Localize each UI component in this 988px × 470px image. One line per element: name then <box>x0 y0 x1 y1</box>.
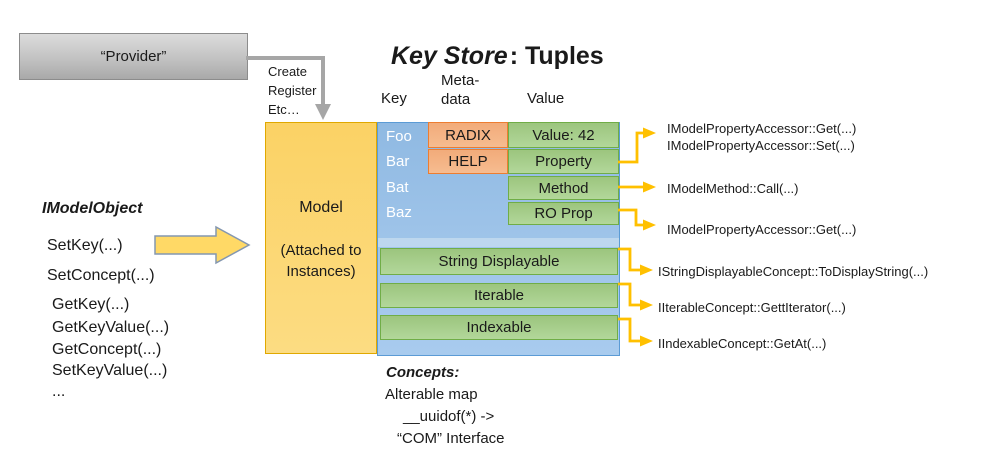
method-setconcept: SetConcept(...) <box>47 267 155 284</box>
callout-property-set: IModelPropertyAccessor::Set(...) <box>667 138 855 153</box>
page-title: Key Store: Tuples <box>391 42 604 71</box>
method-ellipsis: ... <box>52 383 66 400</box>
callout-property-accessor: IModelPropertyAccessor::Get(...) IModelP… <box>667 120 856 154</box>
column-header-key: Key <box>381 90 407 107</box>
arrow-iterable-line <box>618 282 641 307</box>
concepts-note-line1: Alterable map <box>385 386 478 403</box>
model-box: Model (Attached to Instances) <box>265 122 377 354</box>
callout-getiterator: IIterableConcept::GettIterator(...) <box>658 300 846 315</box>
value-cell-value42: Value: 42 <box>508 122 619 148</box>
concept-bar-indexable: Indexable <box>380 315 618 340</box>
method-getkey: GetKey(...) <box>52 296 130 313</box>
value-cell-roprop: RO Prop <box>508 202 619 225</box>
arrow-indexable-line <box>618 317 641 343</box>
callout-roprop-get: IModelPropertyAccessor::Get(...) <box>667 222 857 237</box>
callout-todisplaystring: IStringDisplayableConcept::ToDisplayStri… <box>658 264 929 279</box>
flow-label-create: Create <box>268 64 308 79</box>
imodelobject-to-model-arrow-icon <box>154 225 251 265</box>
arrow-stringdisplayable-line <box>618 247 641 272</box>
column-header-metadata-line2: data <box>441 91 471 108</box>
panel-divider-strip <box>378 238 619 247</box>
key-label-bat: Bat <box>386 179 409 196</box>
column-header-metadata: Meta- data <box>441 71 479 109</box>
callout-property-get: IModelPropertyAccessor::Get(...) <box>667 121 857 136</box>
model-note-line2: Instances) <box>286 263 356 280</box>
flow-label-register: Register <box>268 83 317 98</box>
flow-label-etc: Etc… <box>268 102 300 117</box>
method-getconcept: GetConcept(...) <box>52 341 162 358</box>
value-cell-method: Method <box>508 176 619 200</box>
column-header-value: Value <box>527 90 565 107</box>
callout-arrows <box>618 131 644 343</box>
callout-arrowheads <box>640 127 656 347</box>
method-setkey: SetKey(...) <box>47 237 123 254</box>
provider-box: “Provider” <box>19 33 248 80</box>
value-cell-property: Property <box>508 149 619 174</box>
model-note-line1: (Attached to <box>280 242 362 259</box>
concept-bar-iterable: Iterable <box>380 283 618 308</box>
key-label-foo: Foo <box>386 128 412 145</box>
key-label-baz: Baz <box>386 204 412 221</box>
callout-method-call: IModelMethod::Call(...) <box>667 181 799 196</box>
concepts-note-line3: “COM” Interface <box>397 430 505 447</box>
arrow-method-head-icon <box>643 181 656 193</box>
imodelobject-heading: IModelObject <box>42 200 143 217</box>
column-header-metadata-line1: Meta- <box>441 72 480 89</box>
arrow-roprop-head-icon <box>643 219 656 231</box>
method-getkeyvalue: GetKeyValue(...) <box>52 319 170 336</box>
concepts-note-line2: __uuidof(*) -> <box>403 408 495 425</box>
title-rest: : Tuples <box>509 42 604 70</box>
method-setkeyvalue: SetKeyValue(...) <box>52 362 168 379</box>
title-emphasis: Key Store <box>391 42 508 70</box>
model-box-note: (Attached to Instances) <box>266 240 376 282</box>
metadata-cell-help: HELP <box>428 149 508 174</box>
callout-getat: IIndexableConcept::GetAt(...) <box>658 336 827 351</box>
arrow-roprop-line <box>618 208 644 227</box>
provider-connector-arrowhead-icon <box>315 104 331 120</box>
metadata-cell-radix: RADIX <box>428 122 508 148</box>
provider-flow-labels: Create Register Etc… <box>268 62 316 119</box>
arrow-iterable-head-icon <box>640 299 653 311</box>
key-label-bar: Bar <box>386 153 410 170</box>
provider-label: “Provider” <box>100 48 167 65</box>
concept-bar-string-displayable: String Displayable <box>380 248 618 275</box>
arrow-property-head-icon <box>643 127 656 139</box>
arrow-indexable-head-icon <box>640 335 653 347</box>
concepts-note-heading: Concepts: <box>386 364 460 381</box>
arrow-property-line <box>618 131 644 164</box>
model-box-title: Model <box>299 199 343 216</box>
arrow-stringdisplayable-head-icon <box>640 264 653 276</box>
